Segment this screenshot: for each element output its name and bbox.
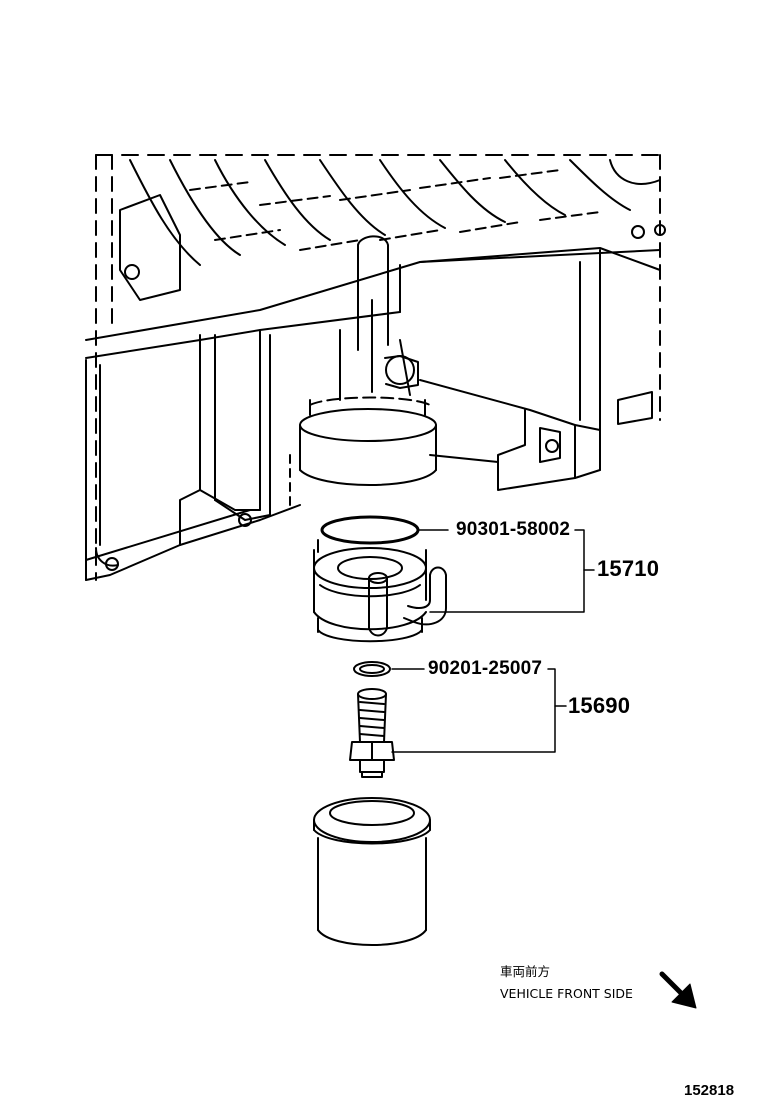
- direction-note-japanese: 車両前方: [500, 964, 551, 979]
- direction-note-english: VEHICLE FRONT SIDE: [500, 986, 633, 1001]
- oil-filter-canister: [313, 797, 431, 946]
- o-ring-gasket: [320, 515, 420, 545]
- callout-gasket-union: 90201-25007: [428, 658, 543, 679]
- figure-id: 152818: [684, 1082, 735, 1099]
- oil-cooler-assembly: [313, 539, 447, 643]
- leader-lines: [391, 529, 595, 753]
- union-gasket: [353, 661, 391, 677]
- callout-union-assembly: 15690: [568, 693, 631, 718]
- callout-gasket-cooler: 90301-58002: [456, 519, 571, 540]
- engine-block-drawing: [85, 154, 666, 581]
- union-bolt: [349, 688, 395, 778]
- front-direction-arrow: [659, 971, 697, 1009]
- callout-cooler-assembly: 15710: [597, 556, 660, 581]
